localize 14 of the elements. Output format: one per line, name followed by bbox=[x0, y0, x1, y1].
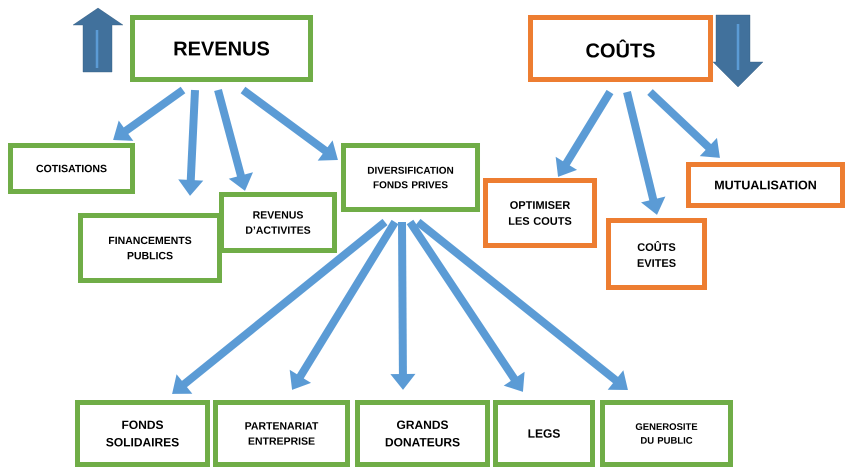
item-box: GENEROSITE DU PUBLIC bbox=[600, 400, 733, 467]
category-box: REVENUS bbox=[130, 15, 313, 82]
item-box: COÛTS EVITES bbox=[606, 218, 707, 290]
category-box: COÛTS bbox=[528, 15, 713, 82]
item-box: DIVERSIFICATION FONDS PRIVES bbox=[341, 143, 480, 212]
item-box: REVENUS D’ACTIVITES bbox=[219, 192, 337, 253]
item-box: COTISATIONS bbox=[8, 143, 135, 194]
item-box: OPTIMISER LES COUTS bbox=[483, 178, 597, 248]
item-box: LEGS bbox=[493, 400, 595, 467]
item-box: PARTENARIAT ENTREPRISE bbox=[213, 400, 350, 467]
item-box: FINANCEMENTS PUBLICS bbox=[78, 213, 222, 283]
item-box: FONDS SOLIDAIRES bbox=[75, 400, 210, 467]
item-box: GRANDS DONATEURS bbox=[355, 400, 490, 467]
item-box: MUTUALISATION bbox=[686, 162, 845, 208]
